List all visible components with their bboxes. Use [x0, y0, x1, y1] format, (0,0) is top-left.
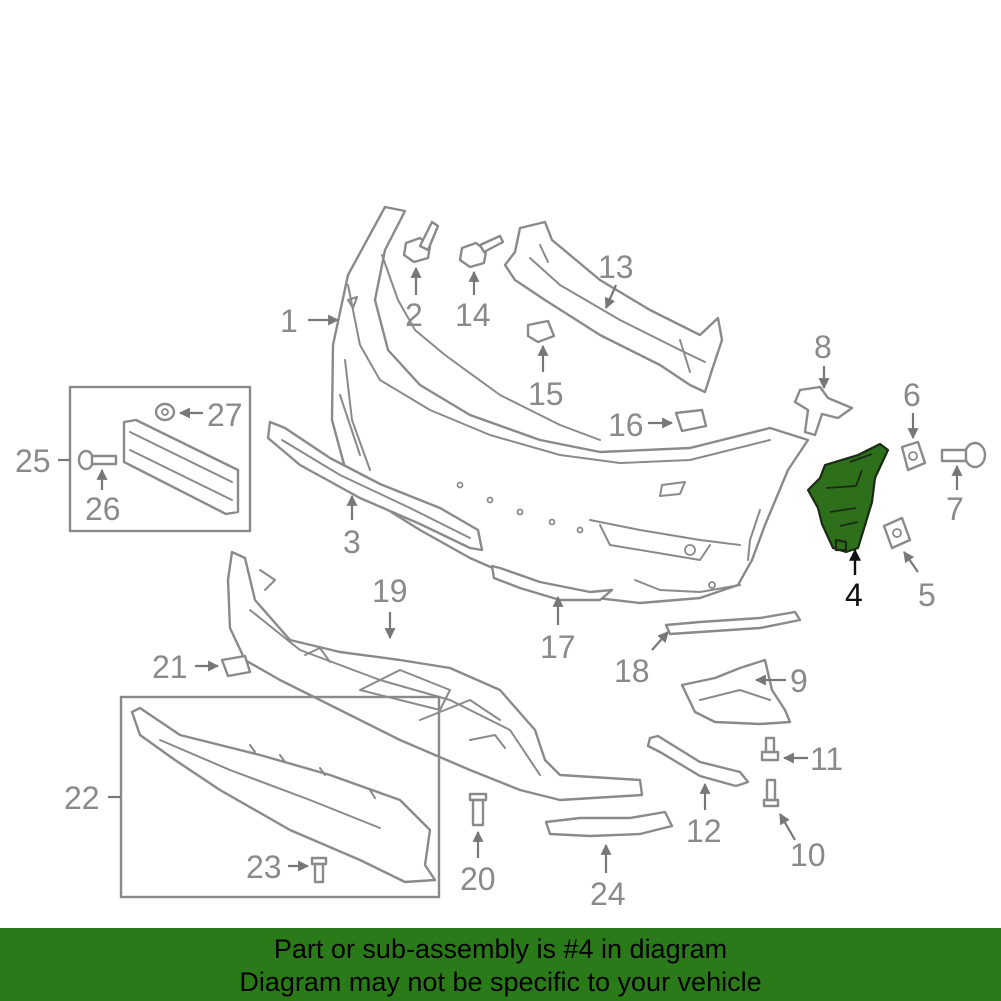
screw-part-23	[310, 856, 328, 884]
tow-cover-part-16	[674, 408, 708, 433]
callout-9: 9	[790, 663, 808, 699]
callout-19: 19	[372, 573, 408, 609]
nut-part-6	[900, 440, 927, 472]
callout-10: 10	[790, 837, 826, 873]
nut-part-27	[154, 402, 176, 422]
underbody-shield-part-19	[226, 550, 644, 802]
bolt-part-14	[458, 234, 505, 269]
reinforcement-bar-part-13	[503, 220, 724, 394]
info-banner: Part or sub-assembly is #4 in diagram Di…	[0, 928, 1001, 1001]
callout-14: 14	[455, 297, 491, 333]
trim-part-24	[544, 810, 674, 838]
callout-4: 4	[845, 577, 863, 613]
leader-line-13	[604, 284, 618, 310]
callout-26: 26	[85, 491, 121, 527]
clip-part-15	[526, 319, 556, 344]
license-plate-bracket-part-25	[122, 418, 240, 516]
callout-23: 23	[246, 849, 282, 885]
callout-17: 17	[540, 629, 576, 665]
bolt-part-20	[468, 792, 488, 827]
callout-15: 15	[528, 376, 564, 412]
callout-1: 1	[280, 303, 298, 339]
callout-25: 25	[15, 443, 51, 479]
callout-6: 6	[903, 377, 921, 413]
side-cover-part-9	[680, 658, 792, 726]
screw-part-26	[77, 449, 118, 471]
grille-strip-part-3	[266, 420, 484, 552]
trim-part-17	[490, 564, 614, 602]
lower-shield-part-22	[130, 706, 437, 884]
callout-16: 16	[608, 407, 644, 443]
callout-20: 20	[460, 861, 496, 897]
bracket-strip-part-12	[646, 734, 750, 788]
callout-21: 21	[152, 649, 188, 685]
callout-27: 27	[207, 397, 243, 433]
callout-11: 11	[810, 741, 843, 777]
banner-line-2: Diagram may not be specific to your vehi…	[239, 967, 762, 997]
bolt-part-10	[762, 778, 780, 808]
bumper-cover-part-1	[330, 205, 810, 605]
callout-18: 18	[614, 653, 650, 689]
callout-13: 13	[598, 249, 634, 285]
callout-2: 2	[405, 297, 423, 333]
callout-8: 8	[814, 329, 832, 365]
pin-part-11	[760, 736, 780, 762]
callout-5: 5	[918, 577, 936, 613]
side-bracket-part-4-highlighted	[806, 442, 890, 554]
leader-line-10	[779, 813, 796, 841]
bolt-part-2	[402, 220, 440, 264]
leader-line-5	[903, 551, 919, 573]
callout-24: 24	[590, 876, 626, 912]
nut-part-5	[882, 516, 912, 550]
pin-part-7	[940, 441, 987, 469]
banner-line-1: Part or sub-assembly is #4 in diagram	[273, 934, 728, 964]
callout-22: 22	[64, 780, 100, 816]
bracket-part-8	[793, 385, 854, 437]
trim-strip-part-18	[664, 610, 802, 636]
clip-part-21	[220, 654, 252, 678]
callout-12: 12	[686, 813, 722, 849]
callout-3: 3	[343, 524, 361, 560]
parts-diagram: 1 2 14 13 15 16 8 6	[15, 205, 987, 912]
leader-line-18	[651, 631, 669, 651]
callout-7: 7	[946, 491, 964, 527]
